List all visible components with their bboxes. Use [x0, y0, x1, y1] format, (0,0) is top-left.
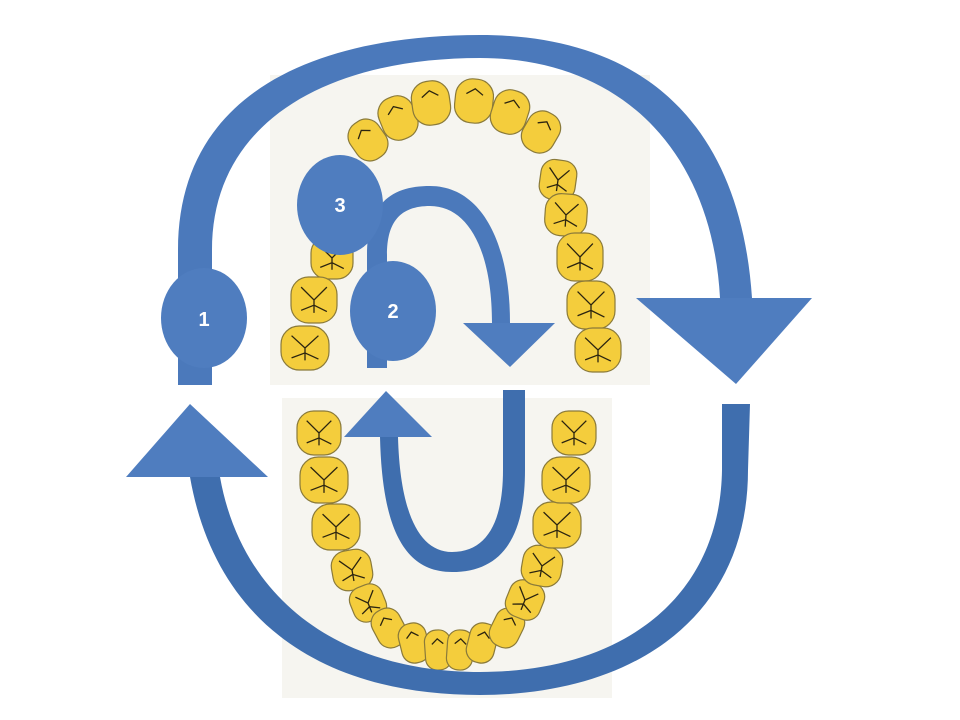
molar-tooth	[551, 410, 597, 456]
step-badge-3: 3	[297, 155, 383, 255]
front-tooth	[410, 80, 452, 126]
step-badge-2: 2	[350, 261, 436, 361]
molar-tooth	[574, 327, 622, 373]
inner-top-arrow-body	[367, 186, 510, 368]
step-label-1: 1	[198, 309, 209, 331]
front-tooth	[445, 629, 475, 671]
outer-bottom-arrow	[126, 404, 750, 695]
molar-tooth	[330, 548, 374, 592]
front-tooth	[347, 118, 389, 162]
molar-tooth	[299, 456, 349, 504]
molar-tooth	[290, 276, 338, 324]
lower-dental-arch-icon	[296, 410, 597, 671]
step-badge-1: 1	[161, 268, 247, 368]
molar-tooth	[566, 280, 616, 330]
outer-top-arrowhead	[636, 298, 812, 384]
front-tooth	[377, 95, 419, 141]
inner-bottom-arrowhead	[344, 391, 432, 437]
step-label-3: 3	[334, 195, 345, 217]
outer-bottom-arrowhead	[126, 404, 268, 477]
front-tooth	[489, 89, 531, 135]
inner-bottom-arrow-body	[380, 390, 525, 572]
inner-bottom-arrow	[344, 390, 525, 572]
molar-tooth	[541, 456, 591, 504]
molar-tooth	[311, 503, 361, 551]
molar-tooth	[532, 501, 582, 549]
molar-tooth	[556, 232, 604, 282]
upper-dental-arch-icon	[280, 78, 622, 373]
outer-top-arrow	[178, 35, 812, 385]
front-tooth	[520, 110, 562, 154]
front-tooth	[453, 78, 495, 124]
front-tooth	[397, 622, 431, 664]
molar-tooth	[544, 193, 588, 237]
molar-tooth	[296, 410, 342, 456]
molar-tooth	[280, 325, 330, 371]
inner-top-arrow	[367, 186, 555, 368]
step-label-2: 2	[387, 301, 398, 323]
inner-top-arrowhead	[463, 323, 555, 367]
